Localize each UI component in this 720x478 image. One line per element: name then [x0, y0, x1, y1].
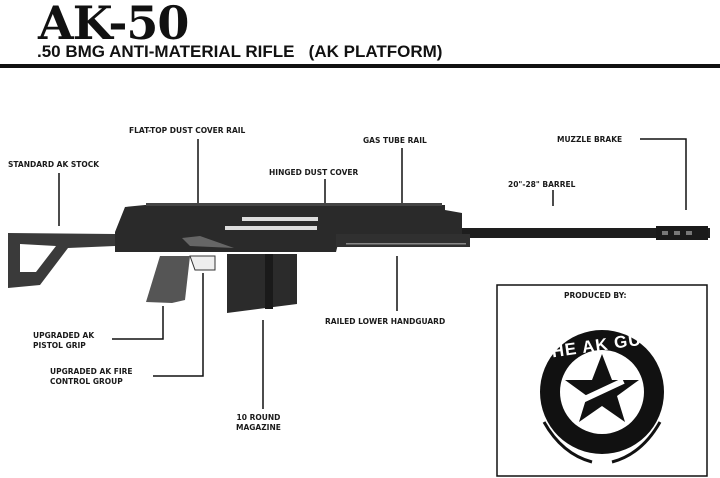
label-line: UPGRADED AK FIRE [50, 367, 133, 376]
label-line: CONTROL GROUP [50, 377, 123, 386]
label-muzzle-brake: MUZZLE BRAKE [557, 135, 623, 144]
muzzle-brake [656, 226, 708, 240]
pistol-grip [146, 256, 190, 303]
label-line: MAGAZINE [236, 423, 281, 432]
stock [8, 233, 115, 288]
page-subtitle: .50 BMG ANTI-MATERIAL RIFLE (AK PLATFORM… [37, 42, 443, 61]
barrel [462, 228, 710, 238]
label-barrel: 20"-28" BARREL [508, 180, 576, 189]
label-dust-cover: HINGED DUST COVER [269, 168, 359, 177]
label-line: 10 ROUND [236, 413, 281, 422]
safety-lever [182, 236, 234, 248]
label-handguard: RAILED LOWER HANDGUARD [325, 317, 446, 326]
label-gas-tube-rail: GAS TUBE RAIL [363, 136, 427, 145]
handguard [336, 234, 470, 247]
dust-cover-slot [242, 217, 318, 221]
produced-by-label: PRODUCED BY: [564, 291, 627, 300]
ak-guy-logo [540, 330, 664, 464]
label-line: PISTOL GRIP [33, 341, 86, 350]
leader-lines [58, 138, 687, 409]
label-line: UPGRADED AK [33, 331, 95, 340]
label-flat-top-rail: FLAT-TOP DUST COVER RAIL [129, 126, 246, 135]
label-stock: STANDARD AK STOCK [8, 160, 100, 169]
magazine [227, 254, 297, 313]
header-rule [0, 64, 720, 68]
page-title: AK-50 [38, 0, 189, 50]
